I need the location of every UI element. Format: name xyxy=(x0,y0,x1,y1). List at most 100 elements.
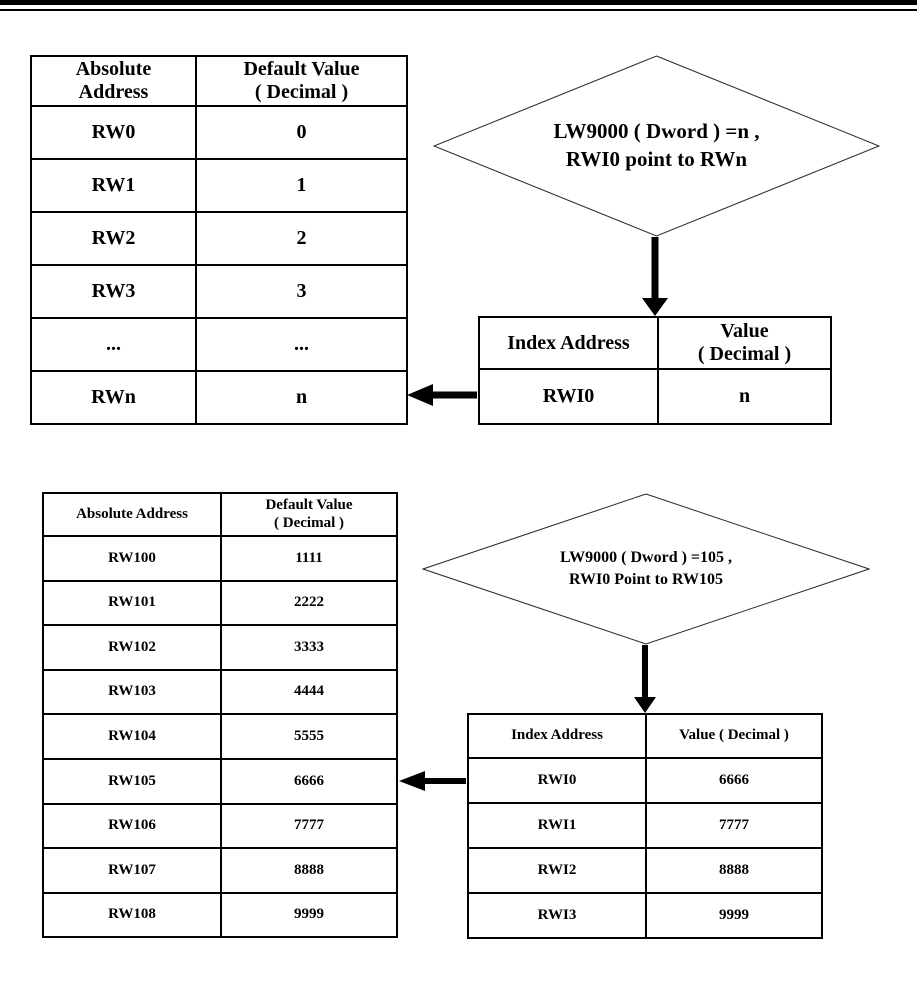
table-cell: 7777 xyxy=(220,802,398,850)
table-cell: RW104 xyxy=(42,713,222,760)
arrow-down-diamond2-to-table xyxy=(634,645,656,713)
diamond-text-1: LW9000 ( Dword ) =n , RWI0 point to RWn xyxy=(433,55,880,237)
table-cell: 5555 xyxy=(220,713,398,760)
table-cell: RW105 xyxy=(42,757,222,805)
header-line: Value ( Decimal ) xyxy=(679,727,789,744)
table-cell: RW102 xyxy=(42,624,222,671)
absolute-address-table-2: Absolute Address Default Value( Decimal )… xyxy=(42,492,398,939)
decision-diamond-2: LW9000 ( Dword ) =105 , RWI0 Point to RW… xyxy=(422,493,870,645)
header-cell: Index Address xyxy=(478,316,659,370)
table-cell: 6666 xyxy=(220,757,398,805)
header-row: Index Address Value ( Decimal ) xyxy=(467,713,823,759)
diamond-shape-2 xyxy=(422,493,870,645)
header-line: Default Value xyxy=(265,497,353,514)
diamond-text-line: LW9000 ( Dword ) =n , xyxy=(553,119,760,144)
header-line: Absolute Address xyxy=(76,505,188,522)
diamond-shape-1 xyxy=(433,55,880,237)
table-cell: RW108 xyxy=(42,891,222,939)
page-header-rule-thick xyxy=(0,0,917,5)
table-cell: 9999 xyxy=(645,892,823,939)
table-cell: 3 xyxy=(195,264,408,319)
table-cell: 2 xyxy=(195,211,408,266)
table-cell: RWI3 xyxy=(467,892,647,939)
table-cell: 4444 xyxy=(220,668,398,716)
table-head: Index Address Value ( Decimal ) xyxy=(467,713,823,759)
table-cell: RW100 xyxy=(42,535,222,582)
header-row: Index Address Value( Decimal ) xyxy=(478,316,832,370)
table-cell: 7777 xyxy=(645,802,823,849)
page-header-rule-thin xyxy=(0,9,917,11)
table-cell: RW106 xyxy=(42,802,222,850)
table-cell: 1111 xyxy=(220,535,398,582)
table-cell: ... xyxy=(195,317,408,372)
arrow-left-index1-to-rwn xyxy=(407,384,477,406)
arrow-left-index2-to-rw105 xyxy=(399,771,466,791)
diamond-outline xyxy=(433,55,880,237)
table-cell: RW107 xyxy=(42,847,222,894)
table-head: Index Address Value( Decimal ) xyxy=(478,316,832,370)
table-cell: 8888 xyxy=(645,847,823,894)
table-cell: RW101 xyxy=(42,579,222,627)
header-line: Index Address xyxy=(511,727,603,744)
table-cell: RWI0 xyxy=(467,757,647,804)
header-cell: Default Value( Decimal ) xyxy=(220,492,398,537)
header-cell: Absolute Address xyxy=(42,492,222,537)
header-cell: Value ( Decimal ) xyxy=(645,713,823,759)
table-head: Absolute Address Default Value( Decimal ) xyxy=(42,492,398,537)
diamond-text-line: LW9000 ( Dword ) =105 , xyxy=(559,549,733,567)
table-cell: RW3 xyxy=(30,264,197,319)
table-cell: 1 xyxy=(195,158,408,213)
table-cell: RWI2 xyxy=(467,847,647,894)
table-cell: 6666 xyxy=(645,757,823,804)
table-cell: RWn xyxy=(30,370,197,425)
header-line: ( Decimal ) xyxy=(697,343,792,365)
table-cell: 2222 xyxy=(220,579,398,627)
header-line: Value xyxy=(720,320,769,342)
header-line: Index Address xyxy=(507,331,630,354)
header-cell: Default Value( Decimal ) xyxy=(195,55,408,107)
diamond-text-line: RWI0 Point to RW105 xyxy=(569,571,723,588)
header-line: Address xyxy=(78,81,149,103)
header-line: ( Decimal ) xyxy=(254,81,349,103)
table-cell: n xyxy=(195,370,408,425)
arrow-down-diamond1-to-table xyxy=(642,237,668,316)
table-cell: 9999 xyxy=(220,891,398,939)
decision-diamond-1: LW9000 ( Dword ) =n , RWI0 point to RWn xyxy=(433,55,880,237)
table-cell: ... xyxy=(30,317,197,372)
diamond-text-line: RWI0 point to RWn xyxy=(565,147,748,171)
table-row: ...... xyxy=(30,317,408,372)
diamond-outline xyxy=(422,493,870,645)
header-line: Absolute xyxy=(75,58,152,80)
table-cell: RWI1 xyxy=(467,802,647,849)
header-cell: Value( Decimal ) xyxy=(657,316,832,370)
header-row: Absolute Address Default Value( Decimal ) xyxy=(42,492,398,537)
